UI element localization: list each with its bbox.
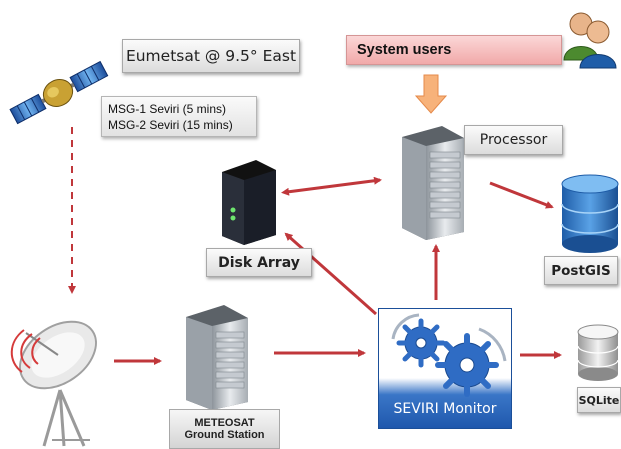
disk-array-icon (222, 160, 276, 245)
sqlite-label: SQLite (577, 387, 621, 413)
postgis-label: PostGIS (544, 256, 618, 285)
monitor-to-disk-arrow (284, 232, 377, 316)
ground-station-label: METEOSAT Ground Station (169, 409, 280, 449)
processor-server-icon (402, 126, 464, 240)
msg-sensors-label: MSG-1 Seviri (5 mins) MSG-2 Seviri (15 m… (101, 96, 257, 137)
ground-station-server-icon (186, 305, 248, 410)
postgis-database-icon (561, 174, 619, 253)
satellite-dish-icon (10, 320, 97, 447)
users-down-arrow (414, 74, 448, 114)
gears-icon (391, 313, 507, 397)
processor-to-postgis-arrow (489, 181, 554, 209)
msg1-label: MSG-1 Seviri (5 mins) (108, 102, 227, 116)
ground-station-line2: Ground Station (184, 429, 265, 441)
seviri-monitor-box: SEVIRI Monitor (378, 308, 512, 429)
system-users-label: System users (346, 35, 562, 65)
processor-label: Processor (464, 125, 563, 155)
disk-array-label: Disk Array (206, 248, 312, 277)
ground-station-line1: METEOSAT (194, 417, 255, 429)
users-icon (563, 12, 617, 69)
disk-processor-arrow (281, 176, 382, 196)
seviri-monitor-label: SEVIRI Monitor (393, 401, 497, 417)
satellite-icon (9, 60, 109, 125)
sqlite-database-icon (577, 324, 619, 381)
msg2-label: MSG-2 Seviri (15 mins) (108, 118, 233, 132)
eumetsat-label: Eumetsat @ 9.5° East (122, 39, 300, 73)
